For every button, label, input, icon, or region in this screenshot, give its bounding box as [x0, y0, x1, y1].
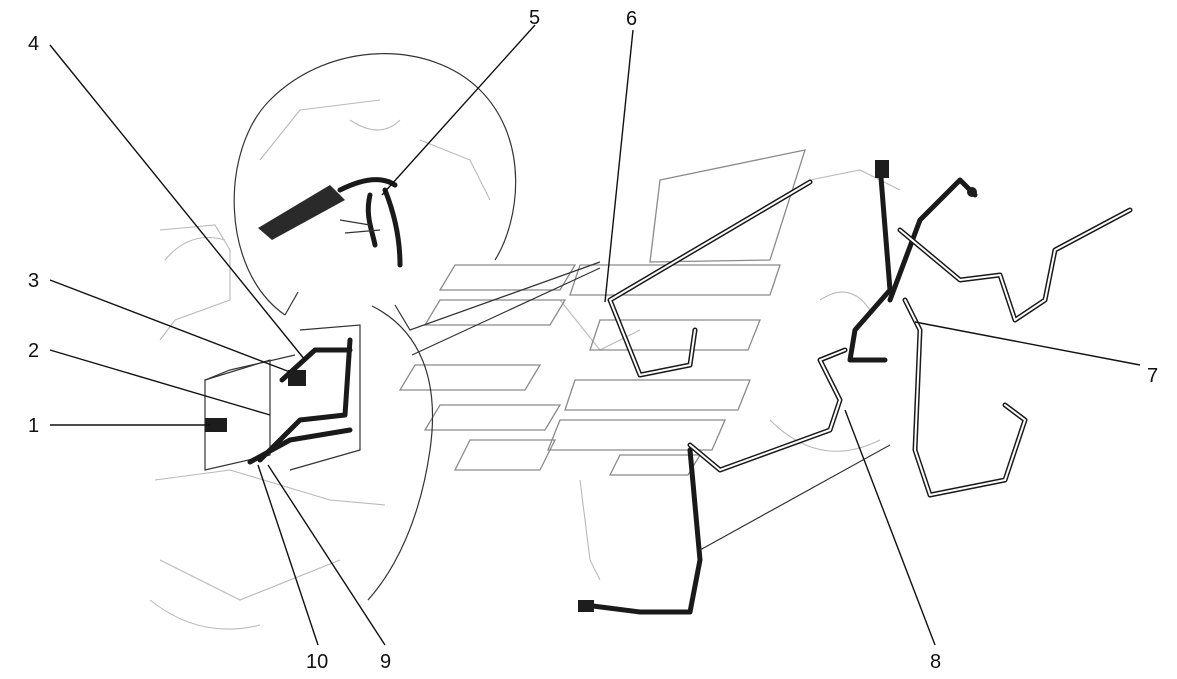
callout-5: 5 — [529, 7, 540, 29]
leader-4 — [49, 44, 306, 361]
right-harness-assembly — [687, 160, 1133, 498]
detail-leader-lines — [284, 261, 601, 356]
leader-10 — [257, 464, 319, 646]
callout-8: 8 — [930, 651, 941, 673]
callout-10: 10 — [306, 651, 328, 673]
left-junction-box — [204, 324, 361, 471]
leader-7 — [914, 321, 1141, 366]
detail-view-wire-clamp — [258, 99, 491, 268]
lower-cable — [578, 444, 891, 615]
detail-circle-arc — [233, 53, 517, 601]
leader-6 — [604, 29, 634, 303]
callout-2: 2 — [28, 340, 39, 362]
callout-9: 9 — [380, 651, 391, 673]
callout-7: 7 — [1147, 365, 1158, 387]
leader-3 — [49, 279, 291, 373]
callout-3: 3 — [28, 270, 39, 292]
callout-1: 1 — [28, 415, 39, 437]
leader-5 — [381, 24, 536, 196]
watermark-stripes — [398, 149, 806, 476]
main-harness-run — [607, 179, 813, 378]
leader-8 — [844, 409, 936, 646]
callouts: 1 2 3 4 5 6 7 8 9 10 — [28, 7, 1158, 673]
background-cab-sketch — [149, 169, 901, 630]
leader-9 — [267, 464, 386, 646]
callout-4: 4 — [28, 33, 39, 55]
leader-2 — [49, 349, 271, 416]
callout-6: 6 — [626, 8, 637, 30]
